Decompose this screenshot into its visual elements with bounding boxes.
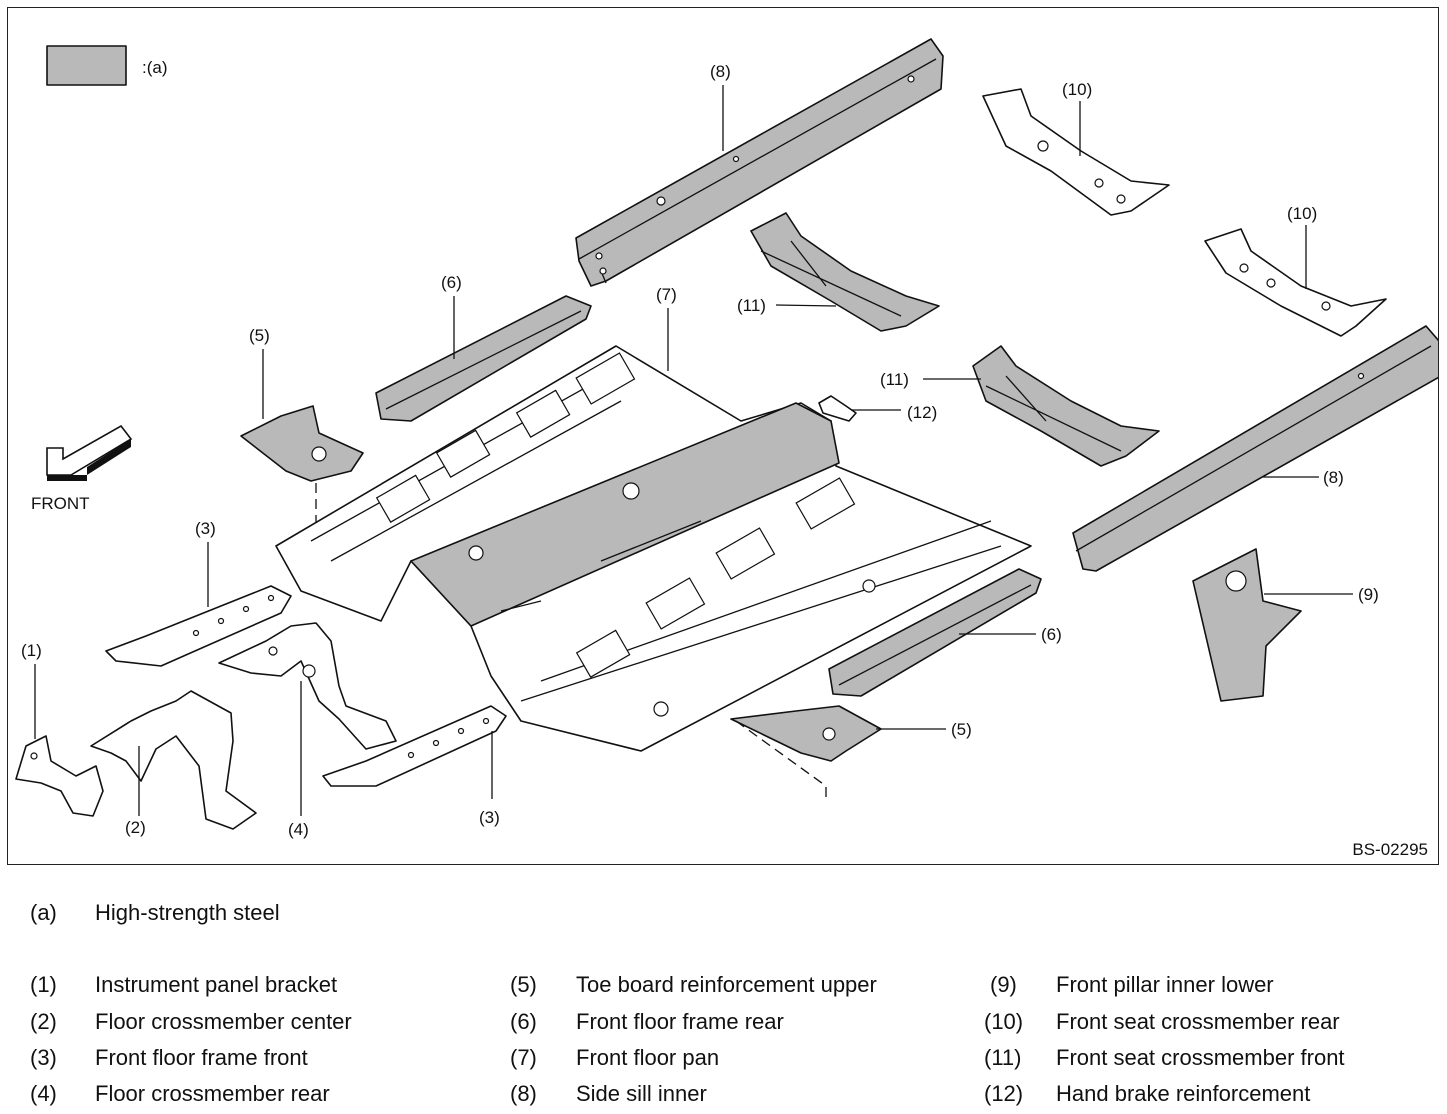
- callout-5-lower: (5): [951, 720, 972, 739]
- exploded-parts-diagram: :(a) FRONT (8) (10) (10) (11) (11: [15, 38, 1438, 839]
- front-arrow-icon: [46, 424, 133, 481]
- front-floor-frame-front-left: [105, 585, 292, 667]
- side-sill-inner-upper: [575, 38, 944, 287]
- callout-3-upper: (3): [195, 519, 216, 538]
- callout-4: (4): [288, 820, 309, 839]
- front-pillar-inner-lower: [1192, 548, 1302, 702]
- callout-11-lower: (11): [880, 370, 909, 389]
- legend-key-4: (4): [30, 1081, 57, 1106]
- front-seat-crossmember-front-lower: [972, 345, 1160, 467]
- front-floor-frame-front-right: [322, 705, 507, 787]
- legend-text-1: Instrument panel bracket: [95, 972, 338, 997]
- legend-text-5: Toe board reinforcement upper: [576, 972, 877, 997]
- legend-text-12: Hand brake reinforcement: [1056, 1081, 1311, 1106]
- instrument-panel-bracket: [15, 735, 104, 817]
- legend-key-11: (11): [984, 1045, 1022, 1070]
- figure-code: BS-02295: [1352, 840, 1428, 859]
- legend-text-3: Front floor frame front: [95, 1045, 308, 1070]
- side-sill-inner-lower: [1072, 325, 1438, 572]
- diagram-frame: :(a) FRONT (8) (10) (10) (11) (11: [7, 7, 1439, 865]
- callout-12: (12): [907, 403, 937, 422]
- callout-1: (1): [21, 641, 42, 660]
- front-floor-pan: [275, 345, 1032, 752]
- legend-text-11: Front seat crossmember front: [1056, 1045, 1345, 1070]
- callout-10-lower: (10): [1287, 204, 1317, 223]
- legend-text-6: Front floor frame rear: [576, 1009, 784, 1034]
- floor-crossmember-center: [90, 690, 257, 830]
- legend-key-2: (2): [30, 1009, 57, 1034]
- callout-11-upper: (11): [737, 296, 766, 315]
- front-label: FRONT: [31, 494, 90, 513]
- front-floor-frame-rear-upper: [375, 295, 592, 422]
- legend-text-9: Front pillar inner lower: [1056, 972, 1274, 997]
- legend-key-10: (10): [984, 1009, 1024, 1034]
- legend-text-10: Front seat crossmember rear: [1056, 1009, 1340, 1034]
- legend-key-8: (8): [510, 1081, 537, 1106]
- front-seat-crossmember-rear-upper: [982, 88, 1170, 216]
- legend-text-2: Floor crossmember center: [95, 1009, 352, 1034]
- high-strength-key-swatch: [46, 45, 127, 86]
- front-seat-crossmember-rear-lower: [1204, 228, 1387, 337]
- hand-brake-reinforcement: [818, 395, 857, 422]
- callout-6-upper: (6): [441, 273, 462, 292]
- callout-2: (2): [125, 818, 146, 837]
- toe-board-reinforcement-upper-2: [730, 705, 882, 762]
- legend-key-12: (12): [984, 1081, 1024, 1106]
- callout-9: (9): [1358, 585, 1379, 604]
- callout-5-upper: (5): [249, 326, 270, 345]
- toe-board-reinforcement-upper-1: [240, 405, 364, 482]
- front-seat-crossmember-front-upper: [750, 212, 940, 332]
- legend-text-a: High-strength steel: [95, 900, 280, 925]
- callout-10-upper: (10): [1062, 80, 1092, 99]
- legend-text-4: Floor crossmember rear: [95, 1081, 330, 1106]
- front-floor-frame-rear-lower: [828, 568, 1042, 697]
- key-swatch-label: :(a): [142, 58, 168, 77]
- legend-key-6: (6): [510, 1009, 537, 1034]
- floor-crossmember-rear: [218, 622, 397, 750]
- legend-key-9: (9): [990, 972, 1017, 997]
- legend-key-a: (a): [30, 900, 57, 925]
- callout-8-lower: (8): [1323, 468, 1344, 487]
- legend-text-8: Side sill inner: [576, 1081, 707, 1106]
- callout-6-lower: (6): [1041, 625, 1062, 644]
- callout-3-lower: (3): [479, 808, 500, 827]
- callout-8-upper: (8): [710, 62, 731, 81]
- legend-key-7: (7): [510, 1045, 537, 1070]
- legend-key-3: (3): [30, 1045, 57, 1070]
- legend-key-1: (1): [30, 972, 57, 997]
- callout-7: (7): [656, 285, 677, 304]
- legend-text-7: Front floor pan: [576, 1045, 720, 1070]
- legend-key-5: (5): [510, 972, 537, 997]
